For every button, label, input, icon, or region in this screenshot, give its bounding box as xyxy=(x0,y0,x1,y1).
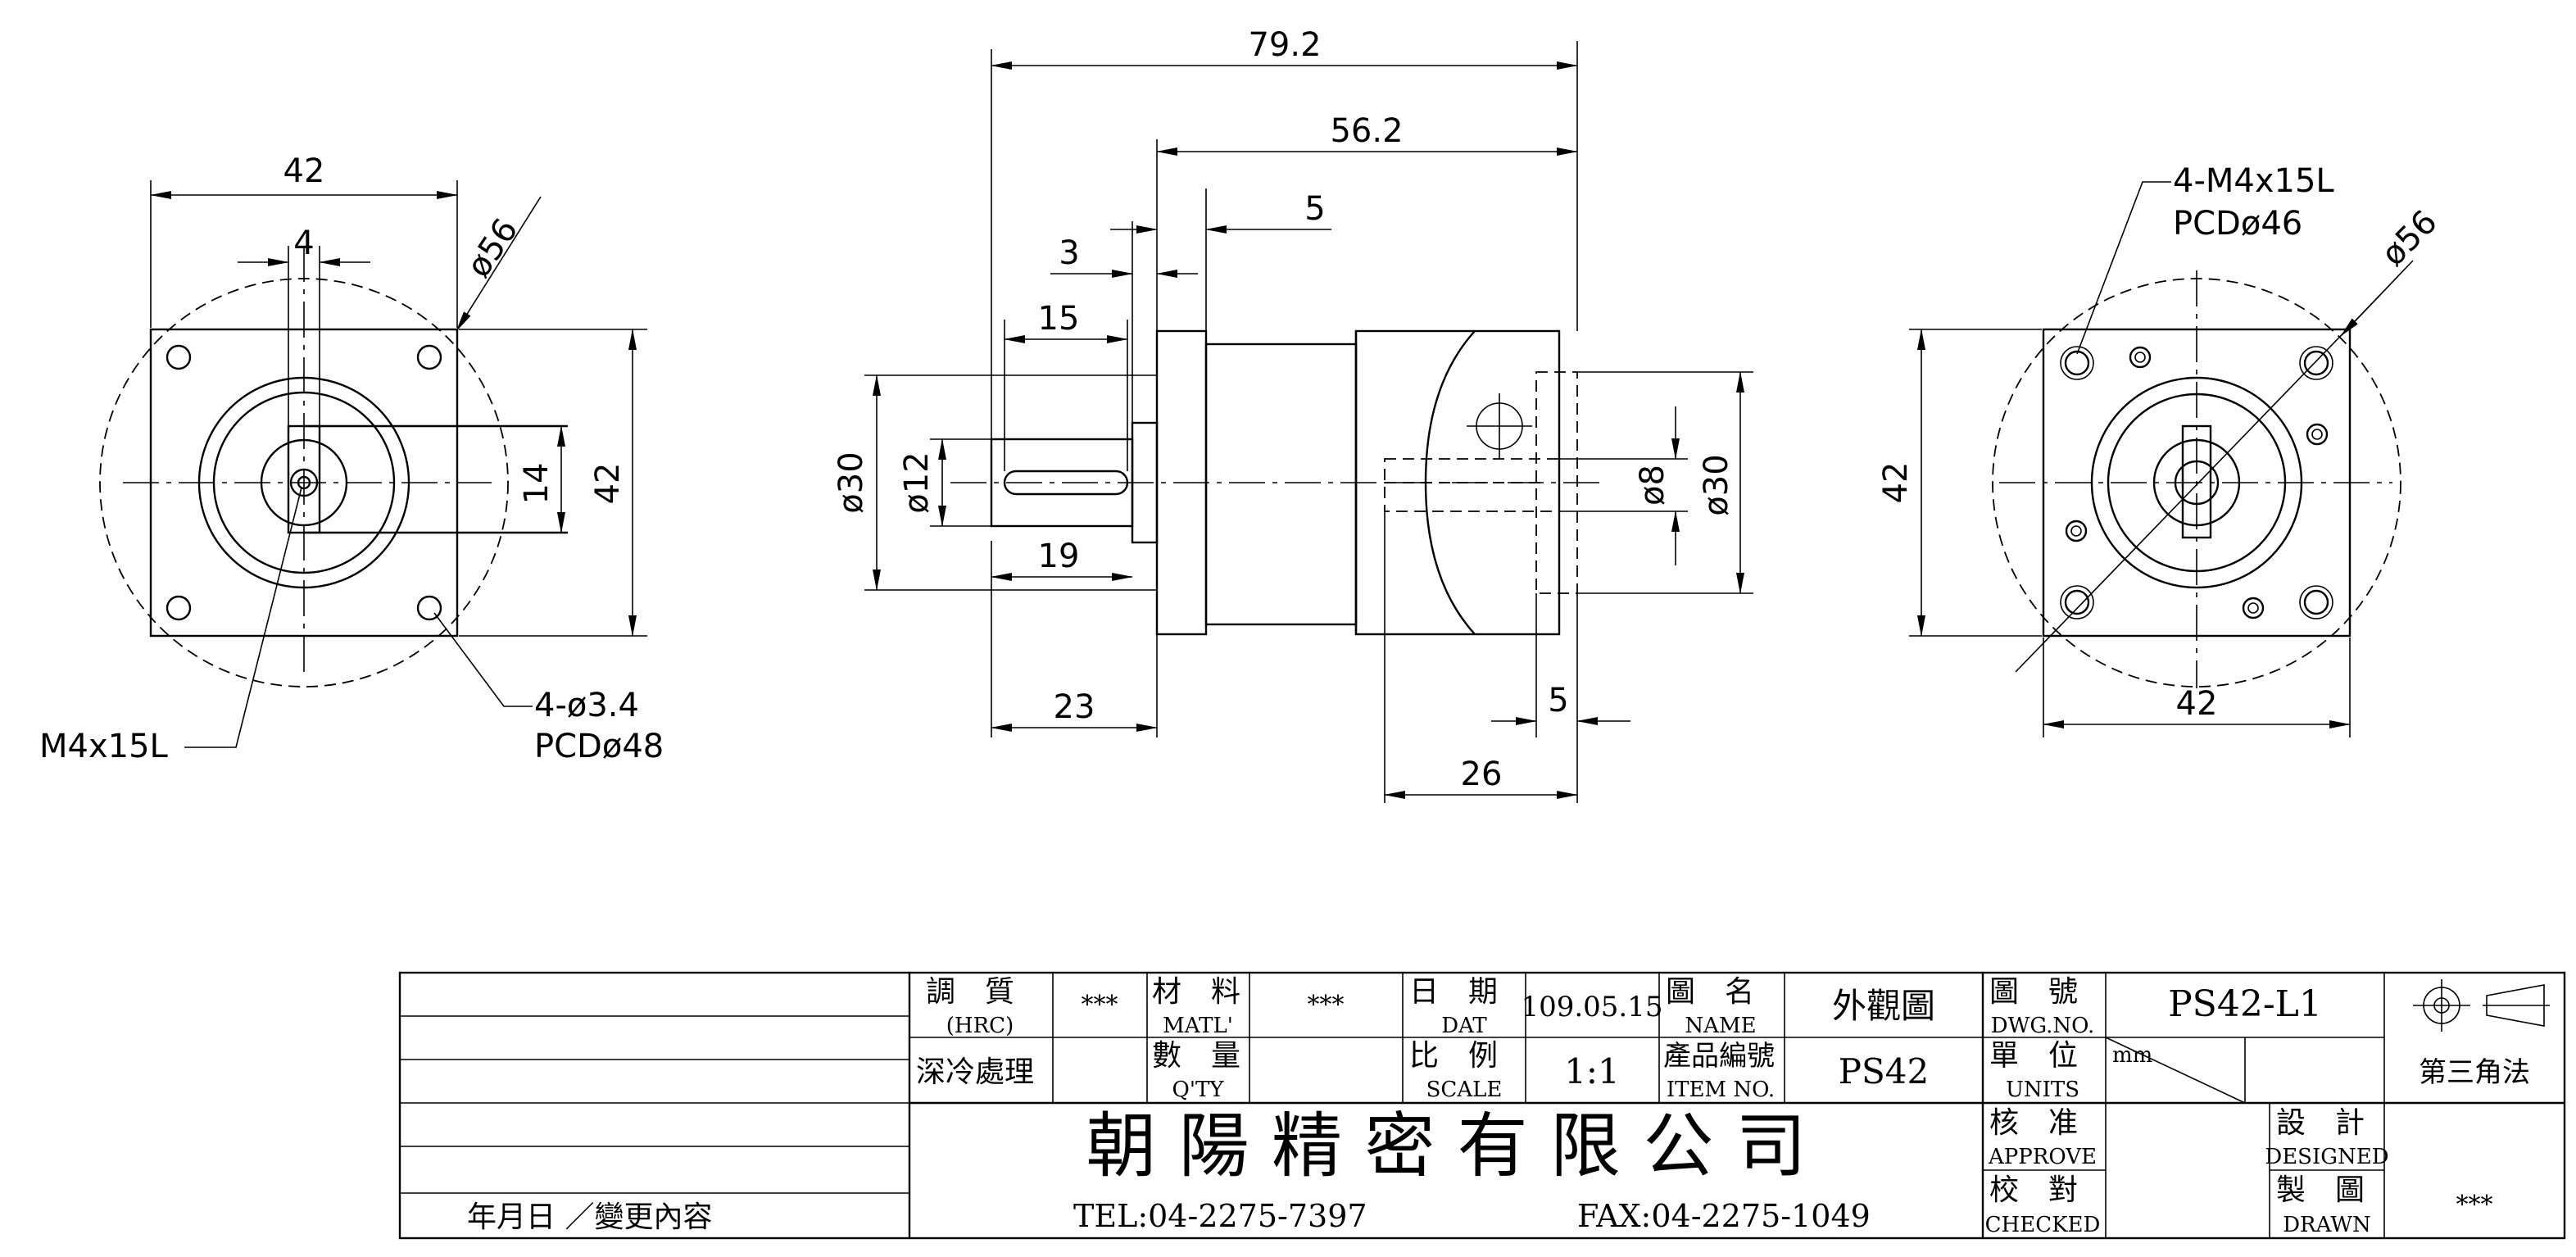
name-en: NAME xyxy=(1685,1014,1756,1038)
right-rear-view xyxy=(1909,181,2414,737)
units-en: UNITS xyxy=(2006,1078,2079,1102)
left-dim-key-height: 14 xyxy=(518,463,556,505)
side-dim-bore-pilot: ø30 xyxy=(1698,454,1735,515)
company-name: 朝 陽 精 密 有 限 公 司 xyxy=(1086,1105,1806,1187)
right-callout-thread: 4-M4x15L xyxy=(2173,162,2334,200)
drawn-cn: 製 圖 xyxy=(2276,1173,2365,1207)
name-value: 外觀圖 xyxy=(1832,986,1935,1026)
approve-cn: 核 准 xyxy=(1989,1106,2078,1140)
left-front-view xyxy=(99,180,647,748)
side-dim-key-len: 15 xyxy=(1038,300,1080,338)
date-value: 109.05.15 xyxy=(1521,991,1662,1023)
item-cn: 產品編號 xyxy=(1663,1040,1775,1073)
right-view-labels: 4-M4x15L PCDø46 ø56 42 42 xyxy=(1877,162,2445,723)
approve-en: APPROVE xyxy=(1988,1145,2097,1169)
drawn-value: *** xyxy=(2456,1191,2493,1219)
scale-en: SCALE xyxy=(1426,1078,1503,1102)
title-block xyxy=(398,971,2566,1240)
checked-cn: 校 對 xyxy=(1989,1173,2078,1207)
side-dim-shaft-len: 23 xyxy=(1054,688,1095,726)
designed-cn: 設 計 xyxy=(2276,1106,2365,1140)
matl-en: MATL' xyxy=(1163,1014,1233,1038)
left-dim-width: 42 xyxy=(283,152,325,190)
side-dim-body: 56.2 xyxy=(1330,112,1403,150)
side-dim-step: 3 xyxy=(1059,234,1079,272)
checked-en: CHECKED xyxy=(1985,1213,2101,1237)
side-view xyxy=(864,41,1753,803)
side-dim-flange: 5 xyxy=(1304,190,1325,228)
side-dim-shaft-dia: ø12 xyxy=(898,452,936,513)
date-cn: 日 期 xyxy=(1409,975,1498,1009)
side-dim-total: 79.2 xyxy=(1248,26,1321,64)
hrc-extra: *** xyxy=(1082,991,1118,1019)
revision-label: 年月日 ／變更內容 xyxy=(467,1200,712,1234)
units-value: mm xyxy=(2112,1043,2152,1068)
left-callout-pcd: PCDø48 xyxy=(534,728,664,765)
side-dim-pilot-dia: ø30 xyxy=(832,452,870,513)
right-callout-pcd: PCDø46 xyxy=(2173,205,2302,243)
hrc-value: 深冷處理 xyxy=(916,1055,1034,1089)
title-block-text: 年月日 ／變更內容 調 質 (HRC) *** 深冷處理 材 料 MATL' *… xyxy=(467,975,2530,1237)
left-dim-diameter: ø56 xyxy=(460,212,525,284)
designed-en: DESIGNED xyxy=(2265,1145,2388,1169)
matl-cn: 材 料 xyxy=(1152,975,1240,1009)
left-dim-height: 42 xyxy=(589,463,627,505)
side-view-labels: 79.2 56.2 5 3 15 ø30 ø12 19 23 ø8 ø30 5 … xyxy=(832,26,1735,793)
name-cn: 圖 名 xyxy=(1666,975,1754,1009)
scale-cn: 比 例 xyxy=(1409,1039,1498,1073)
dwg-cn: 圖 號 xyxy=(1989,975,2078,1009)
right-dim-height: 42 xyxy=(1877,462,1915,504)
company-fax: FAX:04-2275-1049 xyxy=(1577,1198,1871,1234)
left-dim-key: 4 xyxy=(293,225,314,262)
left-callout-thread: M4x15L xyxy=(39,728,169,765)
side-dim-bore-dia: ø8 xyxy=(1634,465,1671,506)
qty-cn: 數 量 xyxy=(1152,1039,1240,1073)
item-value: PS42 xyxy=(1839,1051,1929,1091)
company-tel: TEL:04-2275-7397 xyxy=(1073,1198,1367,1234)
side-dim-key-offset: 19 xyxy=(1038,538,1080,575)
matl-value: *** xyxy=(1308,991,1345,1019)
dwg-value: PS42-L1 xyxy=(2168,983,2322,1025)
date-en: DAT xyxy=(1441,1014,1487,1038)
hrc-en: (HRC) xyxy=(946,1014,1014,1038)
projection-label: 第三角法 xyxy=(2419,1056,2530,1089)
dwg-en: DWG.NO. xyxy=(1991,1014,2094,1038)
qty-en: Q'TY xyxy=(1172,1078,1225,1102)
right-dim-width: 42 xyxy=(2176,685,2218,723)
hrc-cn: 調 質 xyxy=(926,975,1014,1009)
drawn-en: DRAWN xyxy=(2283,1213,2371,1237)
side-dim-bore-depth: 26 xyxy=(1461,756,1503,793)
left-view-labels: 42 4 ø56 14 42 4-ø3.4 PCDø48 M4x15L xyxy=(39,152,664,765)
units-cn: 單 位 xyxy=(1989,1039,2078,1073)
right-dim-diameter: ø56 xyxy=(2374,203,2445,274)
side-dim-bore-step: 5 xyxy=(1548,682,1568,719)
scale-value: 1:1 xyxy=(1564,1051,1620,1091)
left-callout-holes: 4-ø3.4 xyxy=(534,687,639,724)
item-en: ITEM NO. xyxy=(1667,1078,1775,1102)
